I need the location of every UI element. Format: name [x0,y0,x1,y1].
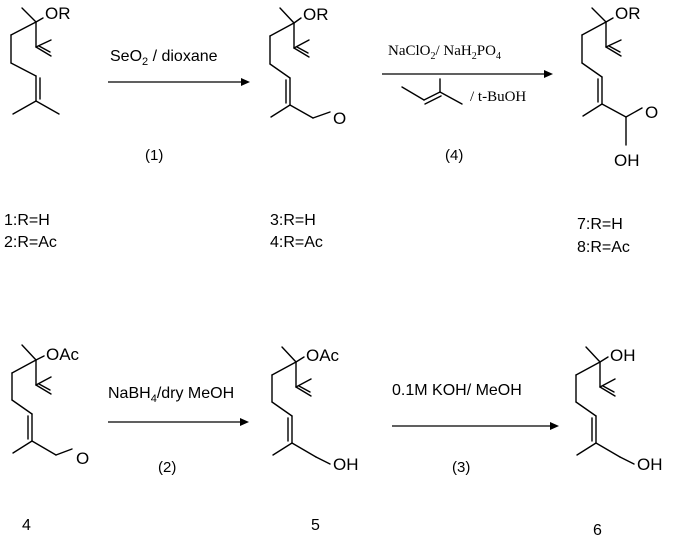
compound-7-8-structure [581,7,643,146]
arrowhead-3 [550,422,559,430]
compound-3-4-carbonyl: O [333,109,346,128]
compound-6-group: OH [610,346,636,365]
compound-8-label: 8:R=Ac [577,239,630,256]
compound-7-8-hydroxyl: OH [614,151,640,170]
arrowhead-1 [241,78,250,86]
compound-1-2-structure [10,7,60,115]
isobutene-structure [401,78,463,105]
compound-1-2-group: OR [45,4,71,23]
reagent-3: 0.1M KOH/ MeOH [392,382,522,399]
compound-3-label: 3:R=H [270,212,316,229]
compound-4-bottom-label: 4 [22,517,31,534]
reagent-2: NaBH4/dry MeOH [108,385,234,405]
compound-7-8-group: OR [615,4,641,23]
step-3-label: (3) [452,459,470,476]
compound-5-structure [271,346,331,465]
compound-1-label: 1:R=H [4,212,50,229]
step-4-label: (4) [445,147,463,164]
compound-4-label: 4:R=Ac [270,234,323,251]
step-2-label: (2) [158,459,176,476]
compound-5-group: OAc [306,346,340,365]
reagent-4-line2: / t-BuOH [470,89,526,105]
compound-7-label: 7:R=H [577,216,623,233]
compound-2-label: 2:R=Ac [4,234,57,251]
compound-3-4-group: OR [303,5,329,24]
compound-5-hydroxyl: OH [333,455,359,474]
arrowhead-2 [240,418,249,426]
compound-6-label: 6 [593,522,602,539]
compound-7-8-carbonyl: O [645,103,658,122]
reagent-1: SeO2 / dioxane [110,48,218,68]
compound-6-hydroxyl: OH [637,455,663,474]
compound-4-carbonyl: O [76,449,89,468]
compound-3-4-structure [269,7,331,119]
compound-5-label: 5 [311,517,320,534]
compound-6-structure [575,346,635,465]
arrowhead-4 [544,70,553,78]
reagent-4-line1: NaClO2/ NaH2PO4 [388,43,501,62]
compound-4-group: OAc [46,345,80,364]
step-1-label: (1) [145,147,163,164]
compound-4-structure [11,344,73,456]
